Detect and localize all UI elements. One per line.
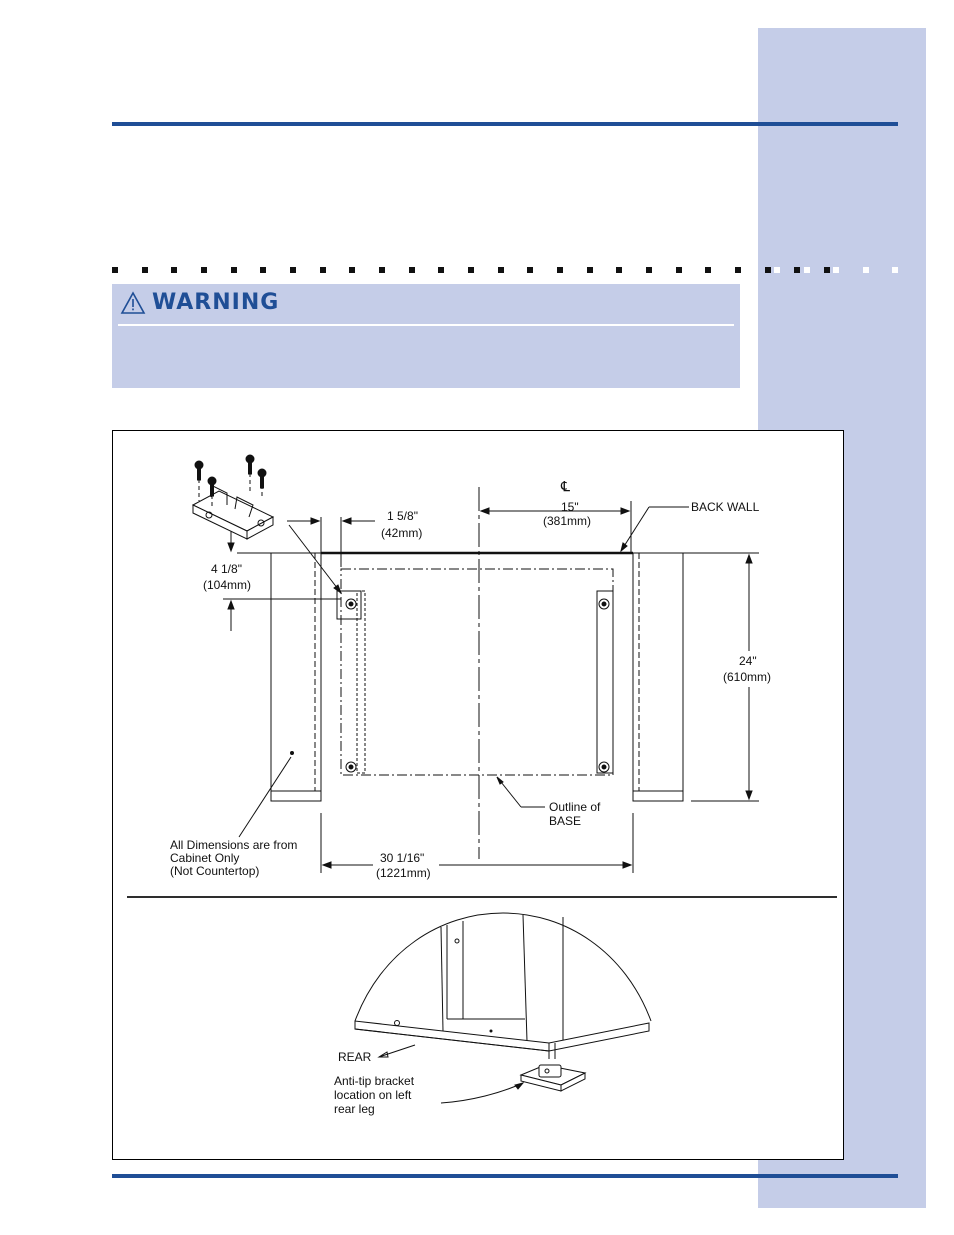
- outline-label-2: BASE: [549, 814, 581, 828]
- rear-leg-detail: [354, 912, 652, 1104]
- bottom-rule: [112, 1174, 898, 1178]
- bracket-screws-icon: [191, 454, 275, 540]
- dim-15-mm-label: (381mm): [543, 514, 591, 528]
- bracket-label-1: Anti-tip bracket: [334, 1074, 415, 1088]
- bracket-label-3: rear leg: [334, 1102, 375, 1116]
- dim-158-mm-label: (42mm): [381, 526, 422, 540]
- dim-158-label: 1 5/8": [387, 509, 418, 523]
- rear-label: REAR: [338, 1050, 372, 1064]
- left-cabinet: [270, 552, 322, 802]
- note-line-3: (Not Countertop): [170, 864, 259, 878]
- dim-24-label: 24": [739, 654, 757, 668]
- dim-30-label: 30 1/16": [380, 851, 424, 865]
- leveling-leg-icon: [345, 598, 610, 773]
- dotted-divider: [112, 267, 902, 274]
- warning-triangle-icon: [120, 290, 146, 314]
- outline-label-1: Outline of: [549, 800, 601, 814]
- back-wall-label: BACK WALL: [691, 500, 760, 514]
- installation-figure: ℄ 15" (381mm) BACK WALL 1 5/8" (42mm) 4 …: [112, 430, 844, 1160]
- note-line-2: Cabinet Only: [170, 851, 239, 865]
- dim-30-mm-label: (1221mm): [376, 866, 431, 880]
- dim-418-mm-label: (104mm): [203, 578, 251, 592]
- top-rule: [112, 122, 898, 126]
- dim-24-mm-label: (610mm): [723, 670, 771, 684]
- bracket-label-2: location on left: [334, 1088, 412, 1102]
- right-cabinet: [632, 552, 684, 802]
- warning-title: WARNING: [152, 290, 280, 315]
- installation-diagram: ℄ 15" (381mm) BACK WALL 1 5/8" (42mm) 4 …: [127, 454, 837, 1116]
- note-line-1: All Dimensions are from: [170, 838, 297, 852]
- dim-418-label: 4 1/8": [211, 562, 242, 576]
- warning-box: WARNING: [112, 284, 740, 388]
- dim-15-label: 15": [561, 500, 579, 514]
- warning-heading: WARNING: [120, 290, 279, 315]
- base-outline: [340, 568, 614, 776]
- centerline-symbol: ℄: [560, 478, 570, 494]
- warning-divider: [118, 324, 734, 326]
